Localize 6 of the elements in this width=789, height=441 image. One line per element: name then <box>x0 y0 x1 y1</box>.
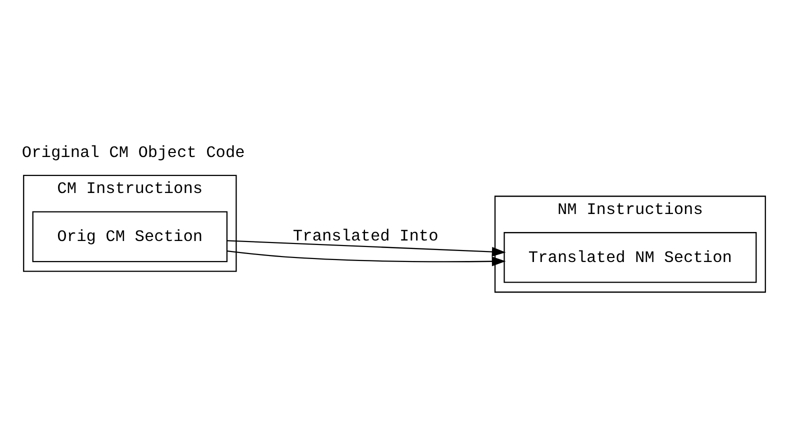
edge-label: Translated Into <box>292 227 438 246</box>
node-box: Translated NM Section <box>504 232 757 283</box>
arrow <box>227 250 506 266</box>
diagram-title: Original CM Object Code <box>22 144 245 162</box>
node-box: Orig CM Section <box>32 211 228 262</box>
arrow <box>227 240 506 257</box>
